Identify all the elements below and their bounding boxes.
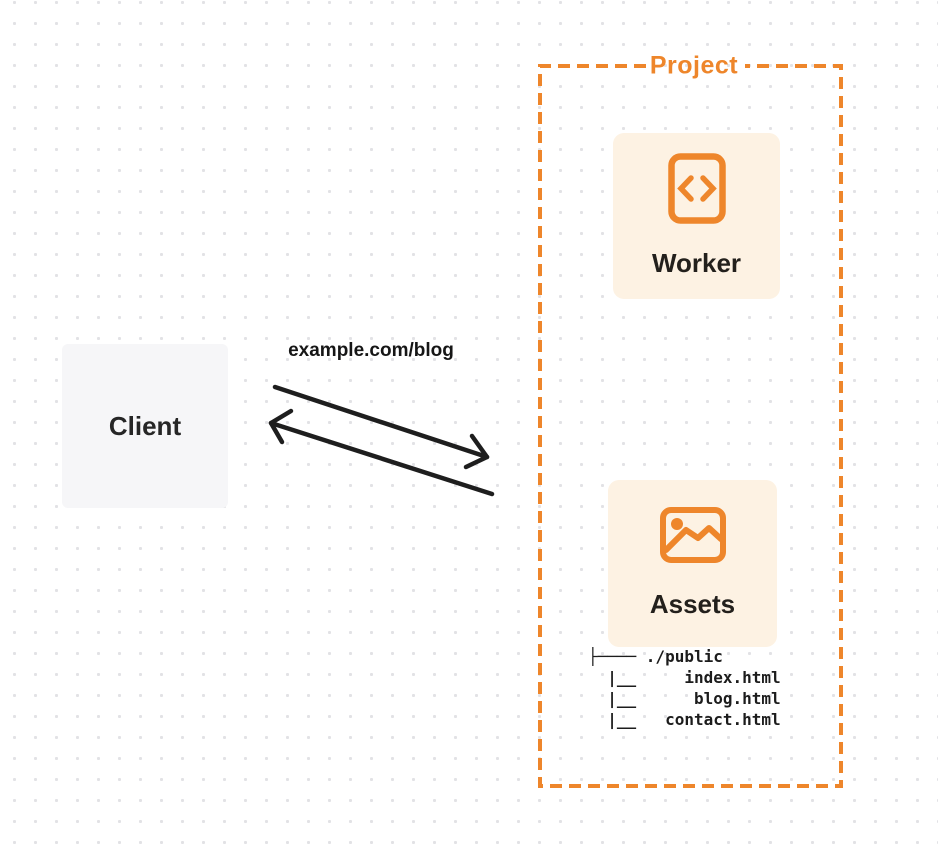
response-arrow [268,408,495,497]
code-file-icon [667,153,726,224]
request-url-label: example.com/blog [288,340,454,361]
image-icon [659,507,726,563]
assets-file-tree: ├──── ./public |__ index.html |__ blog.h… [588,647,781,729]
client-label: Client [108,410,182,441]
client-box: Client [62,344,228,508]
assets-label: Assets [649,589,736,619]
request-arrow [272,384,490,470]
assets-card: Assets [608,480,777,647]
worker-label: Worker [651,248,742,278]
project-boundary-label: Project [649,51,739,80]
worker-card: Worker [613,133,780,299]
